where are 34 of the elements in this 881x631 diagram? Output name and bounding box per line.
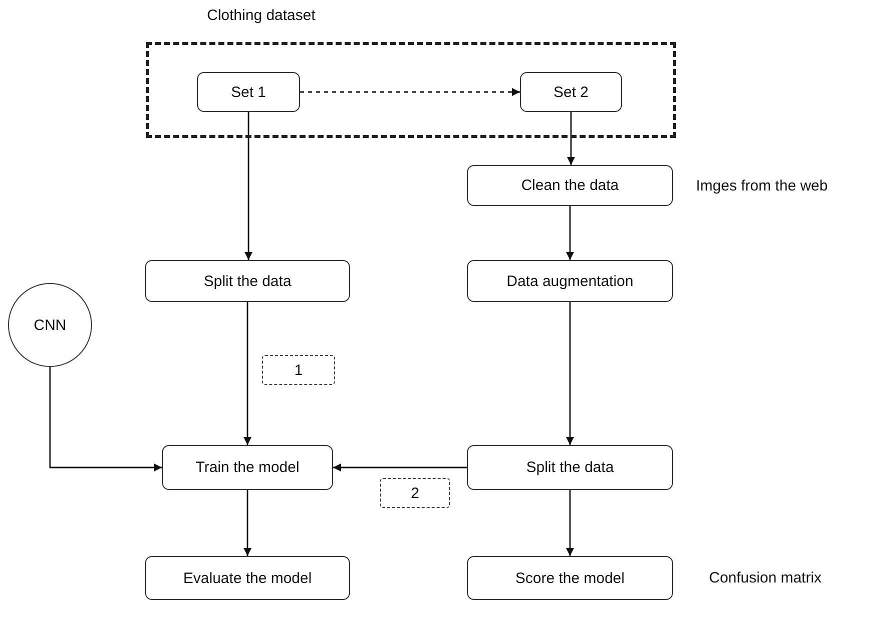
node-label: CNN [34,316,66,334]
node-label: Split the data [204,272,292,290]
node-label: 2 [410,484,420,502]
arrow [300,88,520,96]
process-box [197,72,300,112]
arrow [244,112,252,260]
arrow [244,302,252,445]
arrow [567,112,575,165]
arrow [244,490,252,556]
arrow [566,490,574,556]
group-heading: Clothing dataset [207,7,316,24]
node-label: Data augmentation [506,272,634,290]
side-note: Imges from the web [696,177,828,194]
arrow [566,206,574,260]
process-box [467,445,673,490]
side-note: Confusion matrix [709,570,822,586]
node-label: Split the data [526,459,614,476]
step-marker-box [380,478,450,508]
process-box [520,72,622,112]
step-marker-box [262,355,335,385]
process-box [467,260,673,302]
node-label: Evaluate the model [183,570,312,586]
node-label: Train the model [196,459,300,476]
process-box [145,556,350,600]
node-label: 1 [294,362,303,378]
arrow [566,302,574,445]
node-label: Score the model [515,570,625,586]
node-label: Set 2 [553,84,589,100]
node-label: Set 1 [230,84,266,100]
arrow [333,464,467,472]
process-box [145,260,350,302]
arrow [49,367,162,472]
node-label: Clean the data [521,177,619,194]
process-box [162,445,333,490]
